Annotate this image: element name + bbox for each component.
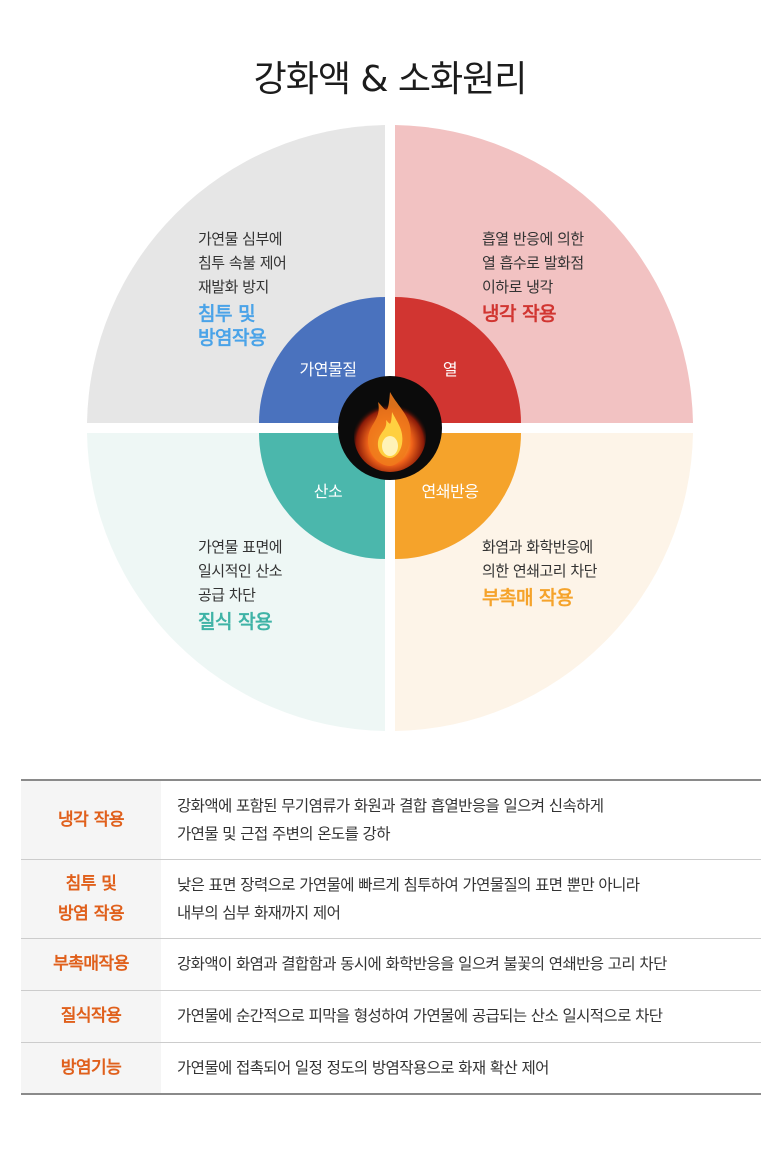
quadrant-desc-line: 열 흡수로 발화점 [482, 254, 584, 272]
action-line: 방염작용 [198, 327, 266, 349]
term-text: 침투 및 [65, 873, 117, 894]
desc-text: 가연물에 순간적으로 피막을 형성하여 가연물에 공급되는 산소 일시적으로 차… [177, 1007, 663, 1025]
quadrant-desc-line: 이하로 냉각 [482, 278, 553, 296]
table-row: 방염기능 가연물에 접촉되어 일정 정도의 방염작용으로 화재 확산 제어 [21, 1042, 761, 1094]
quadrant-desc-line: 가연물 심부에 [198, 230, 283, 248]
cooling-action-label: 냉각 작용 [482, 303, 557, 325]
inner-label-heat: 열 [442, 360, 458, 379]
table-row: 질식작용 가연물에 순간적으로 피막을 형성하여 가연물에 공급되는 산소 일시… [21, 990, 761, 1042]
inner-label-oxygen: 산소 [313, 482, 343, 501]
inner-label-chain-reaction: 연쇄반응 [421, 482, 479, 501]
fire-principle-diagram [87, 125, 693, 731]
desc-cell: 가연물에 접촉되어 일정 정도의 방염작용으로 화재 확산 제어 [161, 1042, 761, 1094]
table-row: 침투 및 방염 작용 낮은 표면 장력으로 가연물에 빠르게 침투하여 가연물질… [21, 859, 761, 938]
desc-cell: 강화액에 포함된 무기염류가 화원과 결합 흡열반응을 일으켜 신속하게 가연물… [161, 780, 761, 859]
page-title: 강화액 & 소화원리 [253, 59, 528, 100]
quadrant-text-bottom-left: 가연물 표면에 일시적인 산소 공급 차단 질식 작용 [198, 535, 283, 634]
desc-text: 가연물 및 근접 주변의 온도를 강하 [177, 824, 390, 843]
term-text: 부촉매작용 [53, 954, 129, 974]
desc-text: 가연물에 접촉되어 일정 정도의 방염작용으로 화재 확산 제어 [177, 1058, 549, 1077]
table-row: 부촉매작용 강화액이 화염과 결합함과 동시에 화학반응을 일으켜 불꽃의 연쇄… [21, 938, 761, 990]
action-line: 침투 및 [198, 303, 256, 325]
term-text: 방염기능 [60, 1057, 122, 1078]
term-cell: 방염기능 [21, 1042, 161, 1094]
quadrant-desc-line: 재발화 방지 [198, 278, 269, 296]
term-text: 방염 작용 [58, 903, 124, 924]
quadrant-desc-line: 공급 차단 [198, 586, 256, 604]
fire-icon [354, 392, 426, 472]
inner-label-fuel: 가연물질 [299, 360, 357, 379]
quadrant-desc-line: 가연물 표면에 [198, 538, 283, 556]
quadrant-desc-line: 일시적인 산소 [198, 562, 283, 580]
quadrant-text-top-left: 가연물 심부에 침투 속불 제어 재발화 방지 침투 및 방염작용 [198, 227, 287, 350]
desc-cell: 낮은 표면 장력으로 가연물에 빠르게 침투하여 가연물질의 표면 뿐만 아니라… [161, 859, 761, 938]
term-cell: 냉각 작용 [21, 780, 161, 859]
desc-text: 강화액이 화염과 결합함과 동시에 화학반응을 일으켜 불꽃의 연쇄반응 고리 … [177, 955, 667, 973]
quadrant-desc-line: 화염과 화학반응에 [482, 538, 593, 556]
term-cell: 침투 및 방염 작용 [21, 859, 161, 938]
desc-text: 내부의 심부 화재까지 제어 [177, 903, 341, 922]
desc-text: 낮은 표면 장력으로 가연물에 빠르게 침투하여 가연물질의 표면 뿐만 아니라 [177, 875, 640, 894]
quadrant-text-top-right: 흡열 반응에 의한 열 흡수로 발화점 이하로 냉각 냉각 작용 [482, 227, 584, 326]
desc-cell: 가연물에 순간적으로 피막을 형성하여 가연물에 공급되는 산소 일시적으로 차… [161, 990, 761, 1042]
term-cell: 질식작용 [21, 990, 161, 1042]
quadrant-desc-line: 의한 연쇄고리 차단 [482, 562, 597, 580]
quadrant-desc-line: 흡열 반응에 의한 [482, 230, 584, 248]
quadrant-text-bottom-right: 화염과 화학반응에 의한 연쇄고리 차단 부촉매 작용 [482, 535, 597, 610]
penetration-action-label: 침투 및 방염작용 [198, 302, 286, 350]
desc-text: 강화액에 포함된 무기염류가 화원과 결합 흡열반응을 일으켜 신속하게 [177, 796, 604, 815]
term-text: 질식작용 [60, 1006, 122, 1026]
table-row: 냉각 작용 강화액에 포함된 무기염류가 화원과 결합 흡열반응을 일으켜 신속… [21, 780, 761, 859]
smothering-action-label: 질식 작용 [198, 611, 273, 633]
principle-table: 냉각 작용 강화액에 포함된 무기염류가 화원과 결합 흡열반응을 일으켜 신속… [21, 779, 761, 1095]
negative-catalyst-action-label: 부촉매 작용 [482, 587, 574, 609]
desc-cell: 강화액이 화염과 결합함과 동시에 화학반응을 일으켜 불꽃의 연쇄반응 고리 … [161, 938, 761, 990]
term-cell: 부촉매작용 [21, 938, 161, 990]
term-text: 냉각 작용 [58, 809, 124, 830]
quadrant-desc-line: 침투 속불 제어 [198, 254, 287, 272]
